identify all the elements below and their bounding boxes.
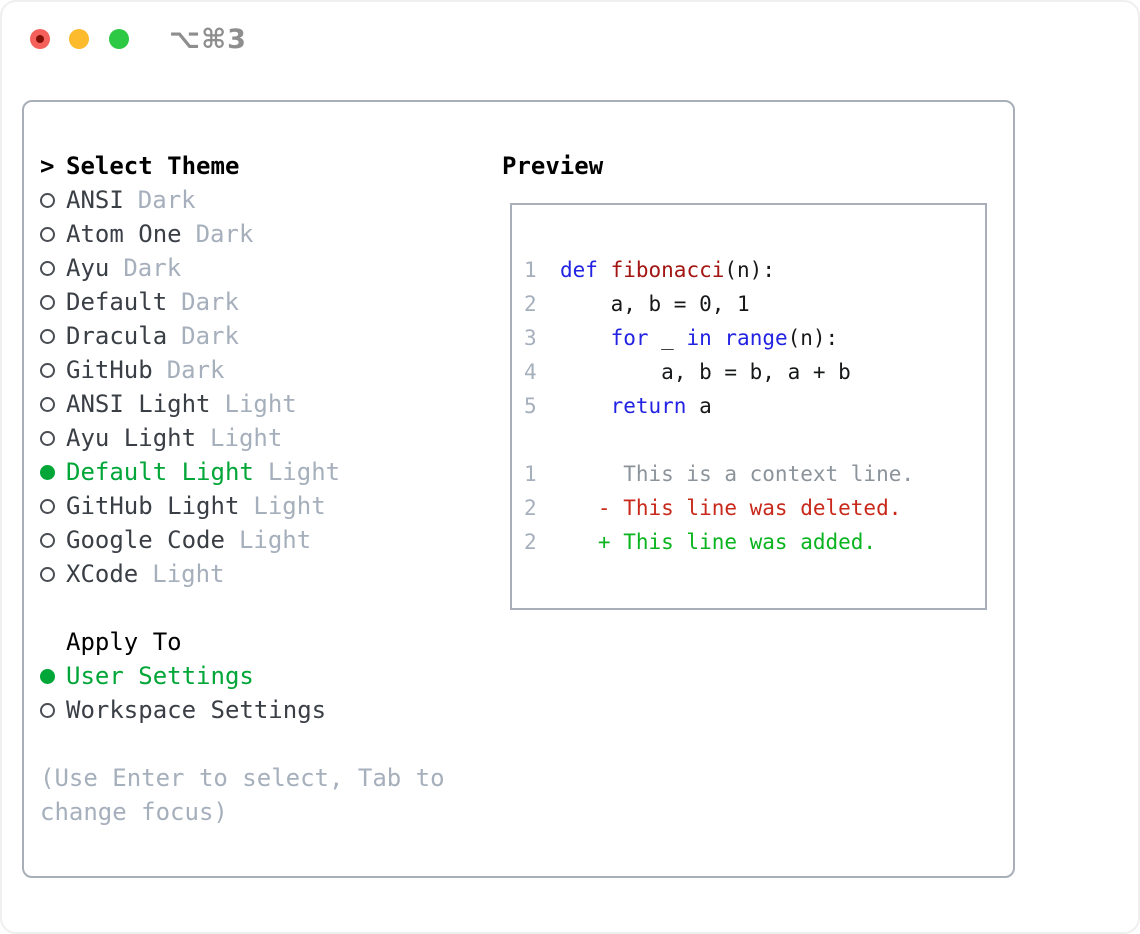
- select-theme-header: > Select Theme: [40, 149, 470, 183]
- theme-name: Atom One: [66, 220, 182, 248]
- theme-variant-label: Dark: [181, 288, 239, 316]
- theme-name: ANSI Light: [66, 390, 211, 418]
- theme-option-ayu-light-light[interactable]: Ayu Light Light: [40, 421, 470, 455]
- diff-content: This is a context line.: [560, 462, 915, 486]
- code-content: def fibonacci(n):: [560, 258, 775, 282]
- code-content: a, b = b, a + b: [560, 360, 851, 384]
- apply-option-label: Workspace Settings: [66, 696, 327, 724]
- preview-title: Preview: [502, 152, 604, 180]
- window-shortcut-label: ⌥⌘3: [169, 24, 247, 55]
- theme-variant-label: Light: [238, 526, 312, 554]
- select-theme-title: Select Theme: [66, 152, 240, 180]
- theme-option-ansi-dark[interactable]: ANSI Dark: [40, 183, 470, 217]
- theme-variant-label: Light: [267, 458, 341, 486]
- code-content: a, b = 0, 1: [560, 292, 750, 316]
- theme-variant-label: Dark: [123, 254, 182, 282]
- theme-variant-label: Dark: [195, 220, 254, 248]
- code-line: 3 for _ in range(n):: [524, 321, 985, 355]
- code-line: 1 def fibonacci(n):: [524, 253, 985, 287]
- diff-content: + This line was added.: [560, 530, 877, 554]
- line-number: 1: [524, 462, 537, 486]
- spacer: [40, 727, 470, 761]
- radio-unselected-icon: [40, 192, 55, 208]
- theme-option-xcode-light[interactable]: XCode Light: [40, 557, 470, 591]
- theme-variant-label: Dark: [181, 322, 239, 350]
- minimize-button[interactable]: [69, 29, 89, 49]
- line-number: 1: [524, 258, 537, 282]
- radio-unselected-icon: [40, 260, 55, 276]
- radio-unselected-icon: [40, 396, 55, 412]
- theme-name: Default Light: [66, 458, 254, 486]
- radio-unselected-icon: [40, 328, 55, 344]
- zoom-button[interactable]: [109, 29, 129, 49]
- theme-variant-label: Dark: [137, 186, 196, 214]
- theme-variant-label: Dark: [166, 356, 225, 384]
- line-number: 2: [524, 496, 537, 520]
- apply-option-user-settings[interactable]: User Settings: [40, 659, 470, 693]
- diff-line-ctx: 1 This is a context line.: [524, 457, 985, 491]
- theme-option-dracula-dark[interactable]: Dracula Dark: [40, 319, 470, 353]
- apply-to-title: Apply To: [66, 628, 182, 656]
- radio-unselected-icon: [40, 294, 55, 310]
- close-dot-icon: [36, 35, 44, 43]
- line-number: 3: [524, 326, 537, 350]
- help-text: (Use Enter to select, Tab to change focu…: [40, 764, 445, 826]
- radio-unselected-icon: [40, 498, 55, 514]
- theme-option-google-code-light[interactable]: Google Code Light: [40, 523, 470, 557]
- focus-arrow-icon: >: [40, 152, 55, 180]
- theme-variant-label: Light: [253, 492, 326, 520]
- theme-name: GitHub Light: [66, 492, 240, 520]
- theme-variant-label: Light: [224, 390, 297, 418]
- radio-unselected-icon: [40, 226, 55, 242]
- spacer: [40, 591, 470, 625]
- code-line: 5 return a: [524, 389, 985, 423]
- code-content: return a: [610, 394, 712, 418]
- theme-name: Ayu: [66, 254, 110, 282]
- theme-option-atom-one-dark[interactable]: Atom One Dark: [40, 217, 470, 251]
- code-line: 4 a, b = b, a + b: [524, 355, 985, 389]
- theme-option-ansi-light-light[interactable]: ANSI Light Light: [40, 387, 470, 421]
- diff-content: - This line was deleted.: [560, 496, 902, 520]
- line-number: 4: [524, 360, 537, 384]
- theme-name: Dracula: [66, 322, 168, 350]
- radio-unselected-icon: [40, 362, 55, 378]
- theme-option-github-light-light[interactable]: GitHub Light Light: [40, 489, 470, 523]
- apply-option-label: User Settings: [66, 662, 254, 690]
- line-number: 5: [524, 394, 537, 418]
- radio-unselected-icon: [40, 430, 55, 446]
- theme-option-default-dark[interactable]: Default Dark: [40, 285, 470, 319]
- apply-option-workspace-settings[interactable]: Workspace Settings: [40, 693, 470, 727]
- theme-variant-label: Light: [152, 560, 225, 588]
- apply-to-header: Apply To: [40, 625, 470, 659]
- close-button[interactable]: [30, 29, 50, 49]
- diff-line-del: 2 - This line was deleted.: [524, 491, 985, 525]
- line-number: 2: [524, 530, 537, 554]
- theme-name: GitHub: [66, 356, 153, 384]
- radio-selected-icon: [40, 668, 55, 684]
- theme-name: Google Code: [66, 526, 225, 554]
- blank-line: [524, 423, 985, 457]
- radio-unselected-icon: [40, 702, 55, 718]
- theme-variant-label: Light: [210, 424, 283, 452]
- theme-option-default-light-light[interactable]: Default Light Light: [40, 455, 470, 489]
- diff-line-add: 2 + This line was added.: [524, 525, 985, 559]
- radio-selected-icon: [40, 464, 55, 480]
- theme-option-ayu-dark[interactable]: Ayu Dark: [40, 251, 470, 285]
- theme-name: Default: [66, 288, 168, 316]
- line-number: 2: [524, 292, 537, 316]
- theme-option-github-dark[interactable]: GitHub Dark: [40, 353, 470, 387]
- code-content: for _ in range(n):: [610, 326, 839, 350]
- code-line: 2 a, b = 0, 1: [524, 287, 985, 321]
- theme-name: ANSI: [66, 186, 124, 214]
- radio-unselected-icon: [40, 532, 55, 548]
- theme-name: XCode: [66, 560, 139, 588]
- radio-unselected-icon: [40, 566, 55, 582]
- theme-name: Ayu Light: [66, 424, 197, 452]
